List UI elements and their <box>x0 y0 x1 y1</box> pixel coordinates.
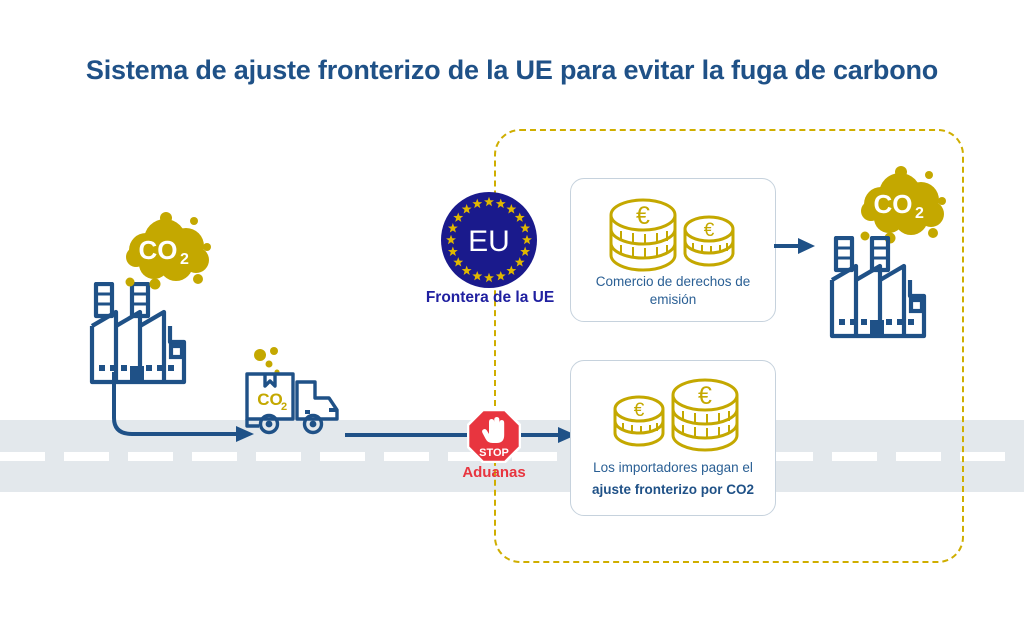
road-dash <box>64 452 109 461</box>
euro-coin-stack-icon-importers: € € <box>613 378 739 452</box>
road-dash <box>320 452 365 461</box>
road-dash <box>384 452 429 461</box>
road-dash <box>192 452 237 461</box>
euro-symbol-small: € <box>704 220 715 241</box>
eu-star-icon <box>472 270 483 281</box>
eu-border-badge: EU <box>440 191 538 289</box>
card-emissions-trading[interactable]: € € Comercio de derechos de emisión <box>570 178 776 322</box>
truck-crate-subscript: 2 <box>281 401 287 413</box>
road-dash <box>0 452 45 461</box>
card-importers-pay[interactable]: € € Los importadores pagan el ajuste fro… <box>570 360 776 516</box>
eu-star-icon <box>514 257 525 267</box>
co2-cloud-icon-right: CO 2 <box>845 166 960 251</box>
eu-star-icon <box>484 196 494 207</box>
eu-star-icon <box>514 212 525 222</box>
euro-symbol-large: € <box>698 382 712 410</box>
eu-star-icon <box>495 270 506 281</box>
road-dash <box>128 452 173 461</box>
euro-symbol-large: € <box>636 202 650 230</box>
eu-star-icon <box>520 223 531 233</box>
connector-factory-to-truck <box>108 372 258 452</box>
eu-star-icon <box>506 204 517 214</box>
eu-star-icon <box>495 198 506 209</box>
card-importers-caption-line-2: ajuste fronterizo por CO2 <box>591 482 755 497</box>
eu-abbreviation: EU <box>468 225 510 258</box>
eu-star-icon <box>447 223 458 233</box>
road-dash <box>960 452 1005 461</box>
eu-star-icon <box>446 234 456 245</box>
eu-star-icon <box>506 265 517 275</box>
euro-symbol-small: € <box>634 400 645 421</box>
factory-icon-left <box>72 281 197 387</box>
eu-star-icon <box>453 212 464 222</box>
truck-crate-label: CO <box>257 390 283 409</box>
card-emissions-trading-caption: Comercio de derechos de emisión <box>595 274 751 307</box>
eu-star-icon <box>447 246 458 256</box>
road-dash <box>896 452 941 461</box>
eu-star-icon <box>461 204 472 214</box>
delivery-truck-icon: CO 2 <box>243 360 343 440</box>
stop-sign-text: STOP <box>479 447 509 459</box>
cloud-right-label: CO <box>874 189 913 219</box>
road-dash <box>832 452 877 461</box>
road-dash <box>256 452 301 461</box>
road-dash <box>768 452 813 461</box>
eu-star-icon <box>472 198 483 209</box>
eu-star-icon <box>461 265 472 275</box>
customs-stop-sign: STOP <box>466 408 522 464</box>
eu-star-icon <box>453 257 464 267</box>
euro-coin-stack-icon-ets: € € <box>609 198 735 272</box>
eu-border-label: Frontera de la UE <box>425 289 555 306</box>
co2-cloud-icon-left: CO 2 <box>110 212 225 297</box>
eu-star-icon <box>522 234 532 245</box>
cloud-left-label: CO <box>139 235 178 265</box>
road-dash <box>448 452 493 461</box>
eu-star-icon <box>484 272 494 283</box>
road-dash <box>512 452 557 461</box>
truck-exhaust-puff-icon <box>250 345 292 380</box>
eu-zone-boundary <box>494 129 964 563</box>
cloud-left-subscript: 2 <box>180 251 189 268</box>
cloud-right-subscript: 2 <box>915 205 924 222</box>
customs-label: Aduanas <box>462 464 526 481</box>
page-title: Sistema de ajuste fronterizo de la UE pa… <box>85 55 939 85</box>
factory-icon-right <box>812 235 937 341</box>
connector-ets-to-factory <box>774 234 816 258</box>
eu-star-icon <box>520 246 531 256</box>
card-importers-caption-line-1: Los importadores pagan el <box>593 460 753 475</box>
connector-truck-to-customs <box>345 420 480 450</box>
